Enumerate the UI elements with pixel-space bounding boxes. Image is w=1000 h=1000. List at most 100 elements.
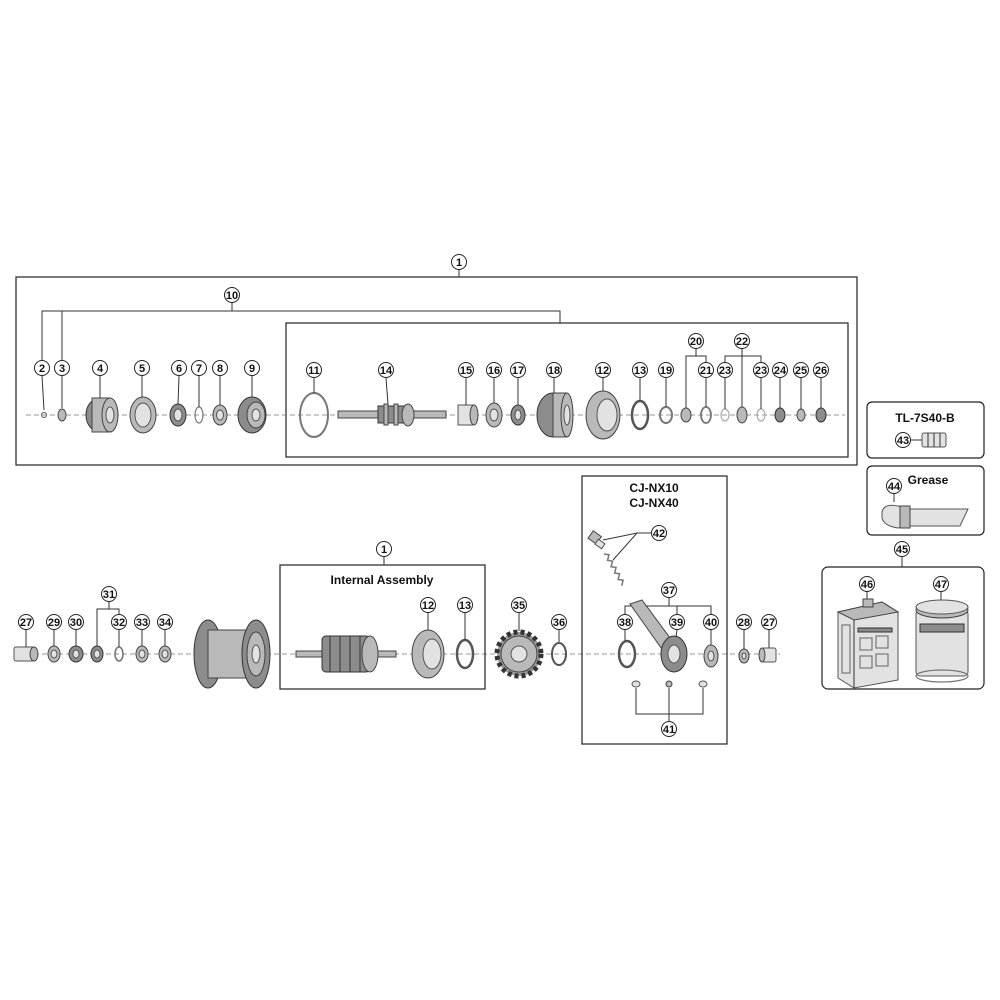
callout-13-bottom[interactable]: 13	[457, 597, 473, 613]
svg-text:20: 20	[690, 336, 702, 348]
svg-text:39: 39	[671, 617, 683, 629]
part-25	[796, 408, 806, 422]
callout-5[interactable]: 5	[134, 360, 150, 376]
callout-31[interactable]: 31	[101, 586, 117, 602]
part-39	[629, 599, 688, 673]
callout-23-b[interactable]: 23	[753, 362, 769, 378]
svg-text:21: 21	[700, 365, 712, 377]
callout-28[interactable]: 28	[736, 614, 752, 630]
callout-6[interactable]: 6	[171, 360, 187, 376]
callout-7[interactable]: 7	[191, 360, 207, 376]
part-20-a	[680, 407, 692, 423]
svg-text:27: 27	[763, 617, 775, 629]
callout-3[interactable]: 3	[54, 360, 70, 376]
svg-text:29: 29	[48, 617, 60, 629]
svg-text:43: 43	[897, 435, 909, 447]
callout-37[interactable]: 37	[661, 582, 677, 598]
svg-text:19: 19	[660, 365, 672, 377]
callout-23-a[interactable]: 23	[717, 362, 733, 378]
svg-text:37: 37	[663, 585, 675, 597]
callout-45[interactable]: 45	[894, 541, 910, 557]
part-17	[510, 404, 526, 426]
part-42	[587, 530, 625, 587]
callout-21[interactable]: 21	[698, 362, 714, 378]
callout-43[interactable]: 43	[895, 432, 911, 448]
part-27-left	[13, 646, 39, 662]
callout-4[interactable]: 4	[92, 360, 108, 376]
cj-nx40-title: CJ-NX40	[629, 496, 679, 510]
callout-17[interactable]: 17	[510, 362, 526, 378]
lube-set-box	[821, 566, 985, 690]
callout-2[interactable]: 2	[34, 360, 50, 376]
callout-35[interactable]: 35	[511, 597, 527, 613]
callout-26[interactable]: 26	[813, 362, 829, 378]
part-28	[738, 648, 750, 664]
svg-text:15: 15	[460, 365, 472, 377]
callout-34[interactable]: 34	[157, 614, 173, 630]
callout-16[interactable]: 16	[486, 362, 502, 378]
callout-14[interactable]: 14	[378, 362, 394, 378]
callout-18[interactable]: 18	[546, 362, 562, 378]
cassette-joint-box	[581, 475, 728, 745]
svg-text:5: 5	[139, 363, 145, 375]
part-16	[485, 402, 503, 428]
callout-40[interactable]: 40	[703, 614, 719, 630]
callout-42[interactable]: 42	[651, 525, 667, 541]
callout-1-top[interactable]: 1	[451, 254, 467, 270]
callout-41[interactable]: 41	[661, 721, 677, 737]
part-36	[551, 642, 567, 666]
svg-text:16: 16	[488, 365, 500, 377]
callout-11[interactable]: 11	[306, 362, 322, 378]
part-internal-assembly	[295, 635, 397, 673]
svg-text:34: 34	[159, 617, 172, 629]
callout-47[interactable]: 47	[933, 576, 949, 592]
callout-38[interactable]: 38	[617, 614, 633, 630]
svg-text:1: 1	[381, 544, 387, 556]
callout-30[interactable]: 30	[68, 614, 84, 630]
callout-20[interactable]: 20	[688, 333, 704, 349]
part-41	[631, 680, 708, 688]
callout-13-top[interactable]: 13	[632, 362, 648, 378]
svg-text:10: 10	[226, 290, 238, 302]
callout-25[interactable]: 25	[793, 362, 809, 378]
callout-10[interactable]: 10	[224, 287, 240, 303]
part-40	[703, 644, 719, 668]
callout-19[interactable]: 19	[658, 362, 674, 378]
tool-box	[866, 401, 985, 459]
callout-27-right[interactable]: 27	[761, 614, 777, 630]
svg-text:17: 17	[512, 365, 524, 377]
callout-36[interactable]: 36	[551, 614, 567, 630]
callout-1-bottom[interactable]: 1	[376, 541, 392, 557]
part-29	[47, 645, 61, 663]
callout-15[interactable]: 15	[458, 362, 474, 378]
svg-text:31: 31	[103, 589, 115, 601]
internal-parts-box	[285, 322, 849, 458]
callout-24[interactable]: 24	[772, 362, 788, 378]
callout-12-top[interactable]: 12	[595, 362, 611, 378]
part-38	[617, 639, 637, 669]
callout-27-left[interactable]: 27	[18, 614, 34, 630]
svg-text:7: 7	[196, 363, 202, 375]
callout-44[interactable]: 44	[886, 478, 902, 494]
svg-text:45: 45	[896, 544, 908, 556]
part-22-a	[736, 406, 748, 424]
grease-box	[866, 465, 985, 536]
callout-39[interactable]: 39	[669, 614, 685, 630]
part-4	[85, 397, 119, 433]
callout-32[interactable]: 32	[111, 614, 127, 630]
callout-9[interactable]: 9	[244, 360, 260, 376]
svg-text:2: 2	[39, 363, 45, 375]
part-34	[158, 645, 172, 663]
callout-12-bottom[interactable]: 12	[420, 597, 436, 613]
svg-text:18: 18	[548, 365, 560, 377]
tool-title: TL-7S40-B	[895, 411, 955, 425]
callout-29[interactable]: 29	[46, 614, 62, 630]
svg-text:38: 38	[619, 617, 631, 629]
callout-22[interactable]: 22	[734, 333, 750, 349]
callout-33[interactable]: 33	[134, 614, 150, 630]
svg-text:33: 33	[136, 617, 148, 629]
callout-46[interactable]: 46	[859, 576, 875, 592]
svg-text:22: 22	[736, 336, 748, 348]
callout-8[interactable]: 8	[212, 360, 228, 376]
